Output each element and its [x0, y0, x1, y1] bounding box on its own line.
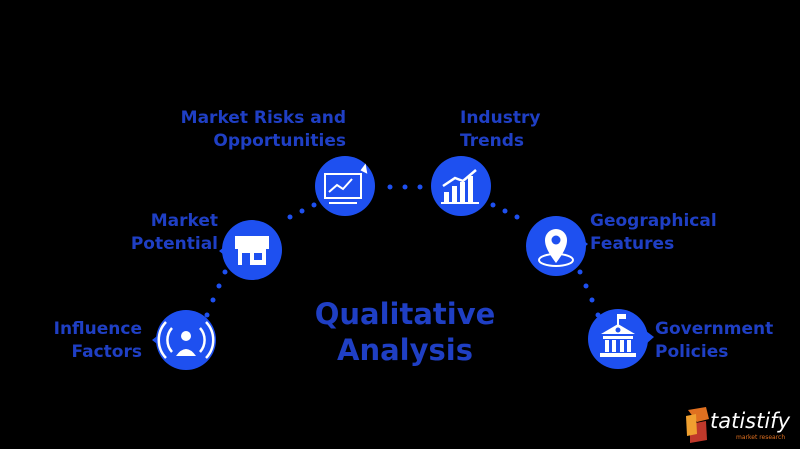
label-line: Factors	[71, 342, 142, 362]
title-line-1: Qualitative	[314, 297, 496, 331]
label-line: Potential	[130, 234, 218, 254]
label-line: Opportunities	[213, 131, 346, 151]
label-market-potential: Market Potential	[100, 210, 218, 256]
signal-person-icon	[157, 321, 215, 359]
label-line: Influence	[53, 319, 142, 339]
node-geographical-features	[526, 216, 588, 276]
title-line-2: Analysis	[337, 333, 473, 367]
center-title: Qualitative Analysis	[300, 296, 510, 368]
label-line: Market Risks and	[180, 108, 346, 128]
bar-growth-icon	[441, 169, 479, 204]
node-government-policies	[588, 309, 654, 369]
chart-board-icon	[324, 163, 368, 204]
node-influence-factors	[152, 310, 216, 370]
statistify-logo-mark	[686, 407, 709, 443]
label-government-policies: Government Policies	[655, 318, 795, 364]
connector-dots	[204, 184, 601, 318]
label-line: Government	[655, 319, 774, 339]
node-market-risks	[315, 156, 375, 216]
logo-tagline: market research	[736, 434, 786, 441]
label-market-risks: Market Risks and Opportunities	[150, 107, 346, 153]
label-line: Geographical	[590, 211, 717, 231]
label-line: Market	[150, 211, 218, 231]
node-industry-trends	[431, 156, 491, 216]
label-geographical-features: Geographical Features	[590, 210, 750, 256]
label-line: Policies	[655, 342, 729, 362]
node-market-potential	[219, 220, 282, 280]
location-pin-icon	[538, 229, 574, 267]
logo-wordmark: tatistify	[710, 409, 791, 433]
label-line: Trends	[460, 131, 525, 151]
government-building-icon	[600, 314, 636, 357]
label-line: Industry	[460, 108, 541, 128]
label-line: Features	[590, 234, 675, 254]
storefront-icon	[235, 236, 269, 265]
label-industry-trends: Industry Trends	[460, 107, 580, 153]
label-influence-factors: Influence Factors	[20, 318, 142, 364]
